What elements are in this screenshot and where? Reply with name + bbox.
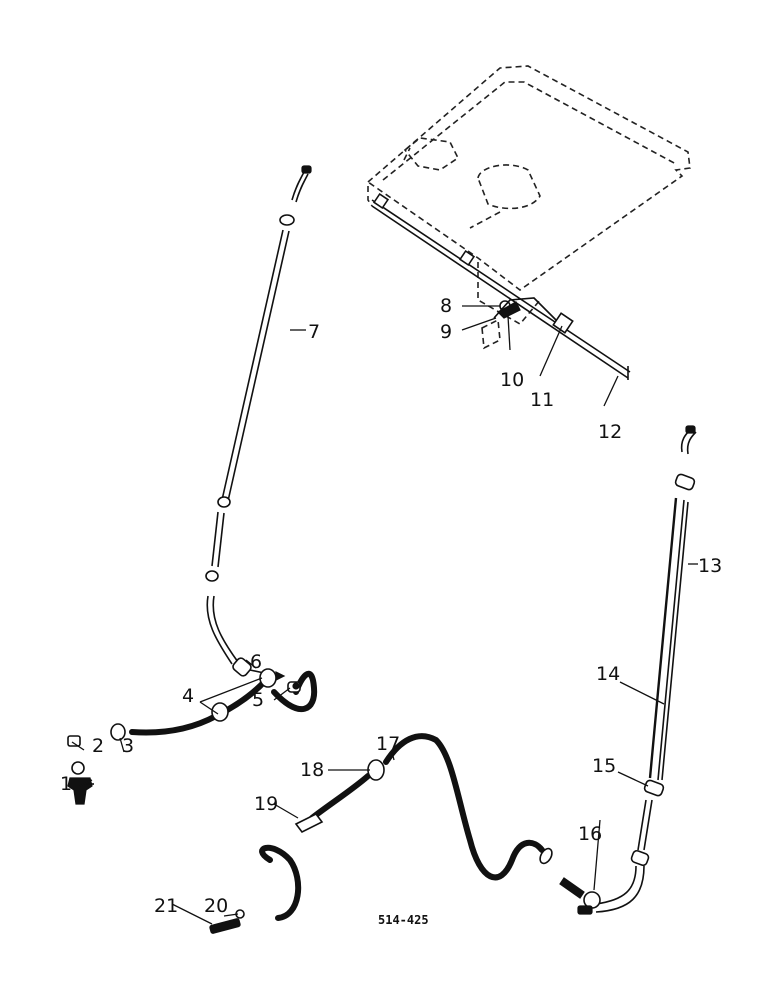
clip-19 bbox=[294, 812, 324, 834]
callout-13: 13 bbox=[698, 555, 722, 577]
callout-labels: 1 2 3 4 5 6 7 8 9 10 11 12 13 14 15 16 1… bbox=[60, 295, 722, 917]
callout-9: 9 bbox=[440, 321, 452, 343]
callout-20: 20 bbox=[204, 895, 228, 917]
callout-4: 4 bbox=[182, 685, 194, 707]
fuel-line-7 bbox=[205, 165, 312, 681]
callout-17: 17 bbox=[376, 733, 400, 755]
callout-21: 21 bbox=[154, 895, 178, 917]
nut bbox=[67, 735, 81, 747]
callout-2: 2 bbox=[92, 735, 104, 757]
callout-16: 16 bbox=[578, 823, 602, 845]
callout-8: 8 bbox=[440, 295, 452, 317]
callout-14: 14 bbox=[596, 663, 620, 685]
callout-19: 19 bbox=[254, 793, 278, 815]
callout-11: 11 bbox=[530, 389, 554, 411]
clamp-18 bbox=[367, 759, 385, 781]
bracket bbox=[497, 301, 521, 319]
callout-15: 15 bbox=[592, 755, 616, 777]
shut-off-rod bbox=[371, 192, 631, 380]
leader-lines bbox=[71, 305, 698, 925]
callout-5: 5 bbox=[252, 689, 264, 711]
washer-3 bbox=[110, 723, 126, 741]
callout-1: 1 bbox=[60, 773, 72, 795]
fuel-line-13 bbox=[559, 425, 697, 915]
callout-18: 18 bbox=[300, 759, 324, 781]
hose-assembly bbox=[129, 668, 318, 736]
rod-clip bbox=[552, 312, 574, 334]
fittings-left bbox=[67, 723, 126, 805]
callout-12: 12 bbox=[598, 421, 622, 443]
callout-10: 10 bbox=[500, 369, 524, 391]
callout-3: 3 bbox=[122, 735, 134, 757]
callout-6: 6 bbox=[250, 651, 262, 673]
hose-17 bbox=[209, 733, 553, 934]
tank-outline bbox=[366, 65, 691, 326]
fitting-21 bbox=[209, 918, 241, 934]
drawing-code: 514-425 bbox=[378, 913, 429, 927]
callout-7: 7 bbox=[308, 321, 320, 343]
